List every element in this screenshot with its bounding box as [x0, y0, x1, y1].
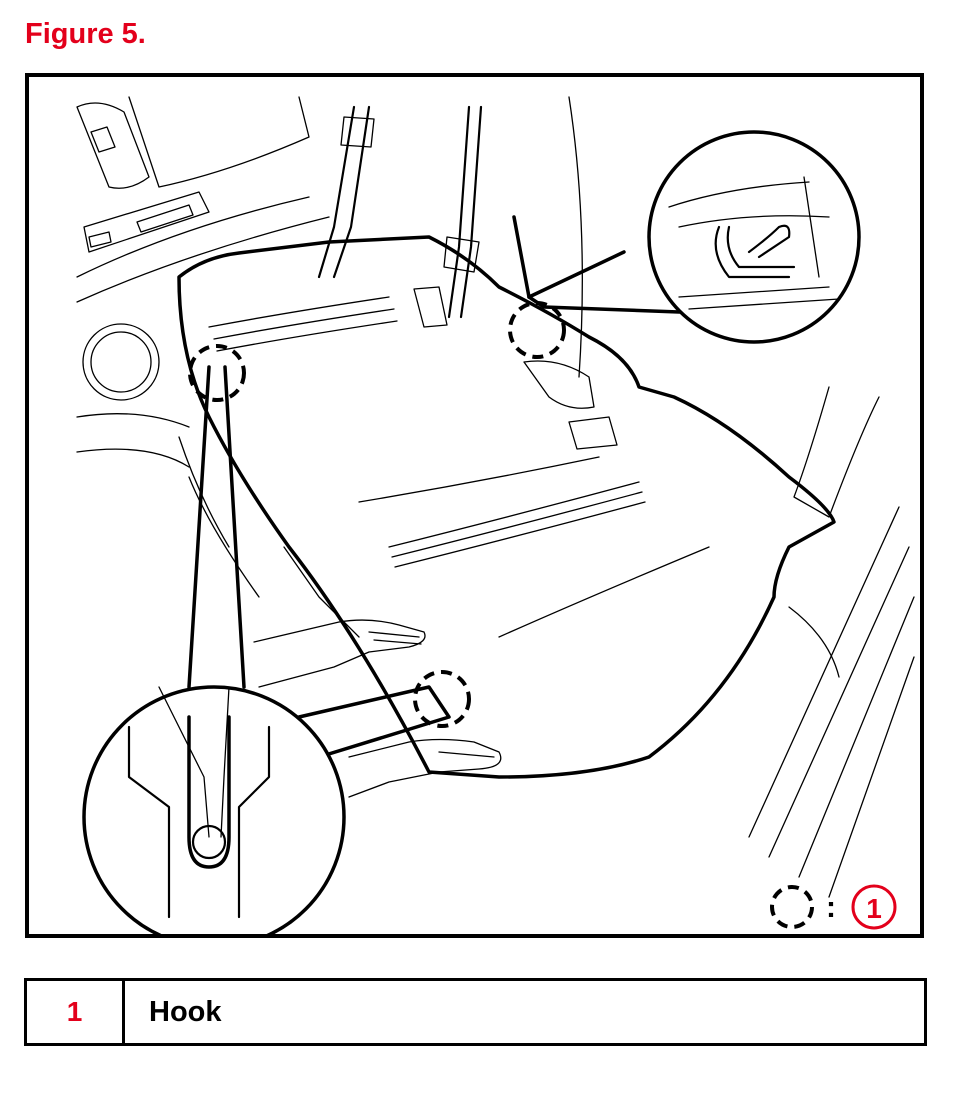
seat-cushion-illustration: : 1 — [76, 96, 915, 934]
figure-title: Figure 5. — [25, 18, 146, 50]
hook-detail-top-right — [512, 130, 861, 344]
dashed-circle-icon — [508, 301, 566, 359]
technician-hands — [253, 619, 502, 798]
legend-number-cell: 1 — [27, 981, 125, 1043]
dashed-circle-icon — [413, 670, 471, 728]
seat-back-right — [568, 96, 915, 898]
hook-detail-bottom-left — [82, 365, 451, 934]
key-separator: : — [826, 891, 836, 924]
figure-key: : 1 — [770, 884, 897, 930]
figure-illustration-frame: : 1 — [25, 73, 924, 938]
legend-label-cell: Hook — [149, 995, 222, 1028]
legend-table: 1 Hook — [24, 978, 927, 1046]
door-trim-lines — [76, 96, 330, 598]
callout-number: 1 — [866, 893, 882, 924]
dashed-circle-icon — [188, 344, 246, 402]
numbered-circle-icon — [851, 884, 897, 930]
seat-cushion — [177, 235, 836, 779]
hook-markers — [188, 301, 566, 728]
dashed-circle-icon — [770, 885, 814, 929]
seat-belts — [317, 105, 483, 319]
